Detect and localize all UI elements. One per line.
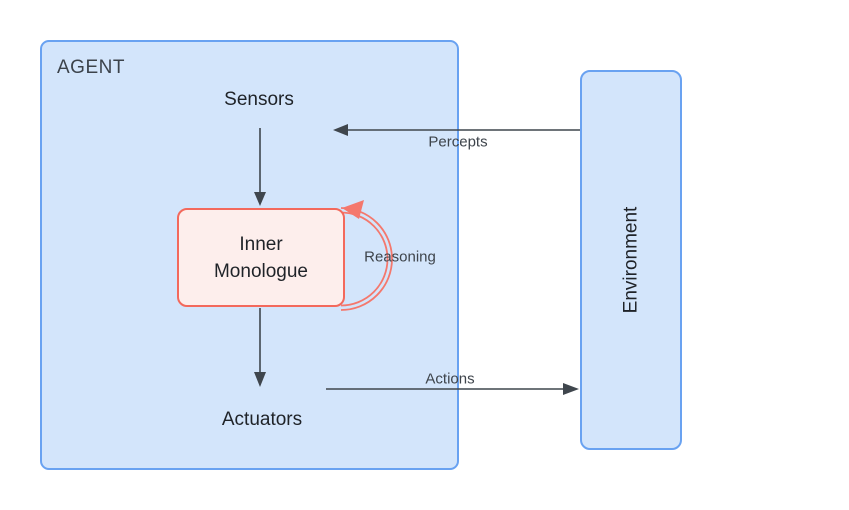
actuators-label: Actuators <box>221 409 303 430</box>
percepts-edge-label: Percepts <box>428 133 488 151</box>
inner-monologue-box: Inner Monologue <box>177 208 345 307</box>
actions-edge-label: Actions <box>425 370 475 388</box>
environment-label: Environment <box>620 206 642 314</box>
agent-title: AGENT <box>57 57 125 78</box>
environment-box: Environment <box>580 70 682 450</box>
sensors-label: Sensors <box>224 89 294 110</box>
inner-monologue-line2: Monologue <box>213 260 309 282</box>
inner-monologue-line1: Inner <box>239 233 283 255</box>
reasoning-edge-label: Reasoning <box>364 248 436 266</box>
